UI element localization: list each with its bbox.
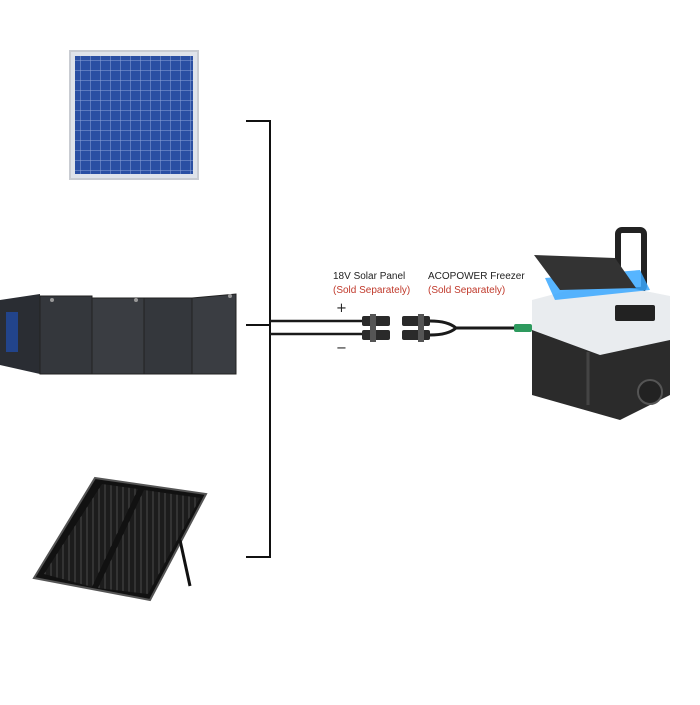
suitcase-solar-panel	[32, 476, 208, 602]
blue-solar-panel	[69, 50, 199, 180]
panel-title: 18V Solar Panel	[333, 271, 406, 282]
freezer-title: ACOPOWER Freezer	[428, 271, 525, 282]
green-dc-plug	[514, 324, 532, 332]
negative-sign: −	[336, 341, 347, 356]
mc4-connectors	[362, 314, 430, 342]
dc-cables	[270, 319, 362, 336]
folding-solar-blanket	[0, 293, 237, 375]
positive-sign: +	[336, 301, 347, 316]
panel-sold-separately: (Sold Separately)	[333, 285, 411, 296]
freezer-sold-separately: (Sold Separately)	[428, 285, 506, 296]
y-splitter-cable	[429, 319, 518, 337]
wiring-bracket	[246, 120, 271, 558]
acopower-freezer	[532, 227, 670, 420]
